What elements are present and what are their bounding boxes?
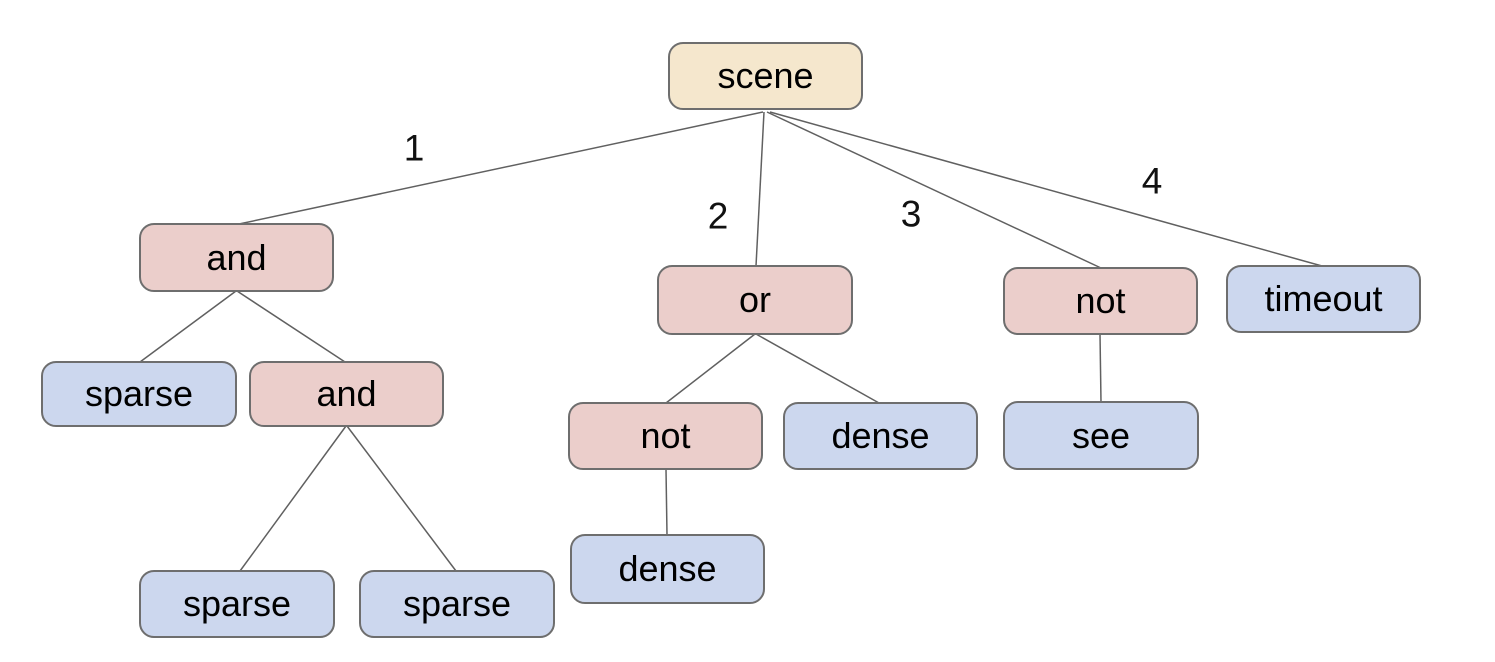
edge-not-see: [1099, 333, 1102, 403]
node-and-1: and: [139, 223, 334, 292]
edge-not2-dense2: [665, 468, 668, 536]
edge-label-2: 2: [707, 195, 729, 237]
edge-scene-not: [766, 111, 1102, 269]
node-sparse-1: sparse: [41, 361, 237, 427]
edge-label-4: 4: [1141, 160, 1163, 202]
edge-scene-timeout: [769, 111, 1323, 267]
node-not-1: not: [1003, 267, 1198, 335]
node-or: or: [657, 265, 853, 335]
edge-and-sparse: [139, 290, 237, 363]
edge-label-3: 3: [900, 193, 922, 235]
edge-and2-sparse3: [346, 425, 457, 572]
node-and-2: and: [249, 361, 444, 427]
node-scene: scene: [668, 42, 863, 110]
edge-and-and: [236, 290, 346, 363]
edge-or-dense: [755, 333, 880, 404]
node-sparse-3: sparse: [359, 570, 555, 638]
node-sparse-2: sparse: [139, 570, 335, 638]
edge-scene-and: [238, 111, 764, 225]
edge-and2-sparse2: [239, 425, 347, 572]
node-see: see: [1003, 401, 1199, 470]
node-not-2: not: [568, 402, 763, 470]
node-dense-1: dense: [783, 402, 978, 470]
edge-or-not: [665, 333, 756, 404]
edge-label-1: 1: [403, 127, 425, 169]
node-dense-2: dense: [570, 534, 765, 604]
edge-scene-or: [755, 111, 765, 267]
node-timeout: timeout: [1226, 265, 1421, 333]
